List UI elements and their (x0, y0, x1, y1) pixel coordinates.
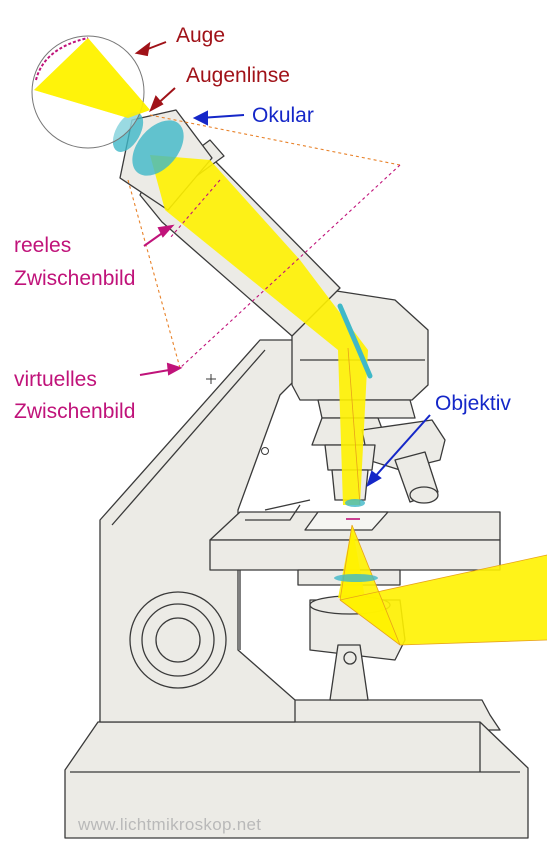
eye (31, 35, 150, 149)
objective-lens (345, 499, 365, 507)
construction-lines (127, 114, 401, 520)
arrow-okular (192, 110, 245, 126)
label-augenlinse: Augenlinse (186, 64, 290, 87)
label-reeles-line2: Zwischenbild (14, 267, 135, 290)
label-objektiv: Objektiv (435, 392, 511, 415)
mirror (337, 303, 373, 379)
plus-mark (206, 374, 216, 384)
watermark: www.lichtmikroskop.net (77, 815, 261, 834)
real-image (169, 179, 221, 239)
virtual-image (179, 164, 401, 369)
arrow-augenlinse (149, 87, 176, 113)
eye-beam-overlay (34, 38, 150, 118)
labels: Auge Augenlinse Okular reeles Zwischenbi… (14, 24, 511, 423)
base-rim (70, 722, 520, 773)
side-objective-tip (409, 486, 439, 504)
nosepiece (317, 399, 416, 419)
focus-knob-inner (155, 617, 201, 663)
tube-beam (150, 155, 368, 350)
virtual-image-ray-bottom (127, 179, 181, 369)
microscope-body (64, 109, 529, 839)
lenses (112, 112, 378, 582)
label-okular: Okular (252, 104, 314, 127)
small-circle-mark (261, 447, 269, 455)
objective-beam (338, 350, 368, 505)
arrow-reeles (143, 224, 175, 247)
beam-edges (339, 347, 547, 646)
ocular-lens (132, 120, 184, 176)
lamp-beam (340, 555, 547, 645)
label-virtuelles-line1: virtuelles (14, 368, 97, 391)
retina (35, 37, 89, 81)
stage-clip (245, 499, 311, 521)
arrows (134, 41, 431, 488)
label-virtuelles-line2: Zwischenbild (14, 400, 135, 423)
marks (206, 374, 269, 455)
arrow-objektiv (366, 414, 431, 488)
lamp-bracket (329, 644, 369, 701)
arrow-virtuelles (139, 362, 183, 376)
condenser-lens (334, 574, 378, 582)
label-reeles-line1: reeles (14, 234, 71, 257)
label-auge: Auge (176, 24, 225, 47)
arrow-auge (134, 41, 167, 57)
slide (304, 511, 389, 531)
lamp-bracket-screw (343, 651, 357, 665)
virtual-image-ray-top (149, 114, 401, 166)
